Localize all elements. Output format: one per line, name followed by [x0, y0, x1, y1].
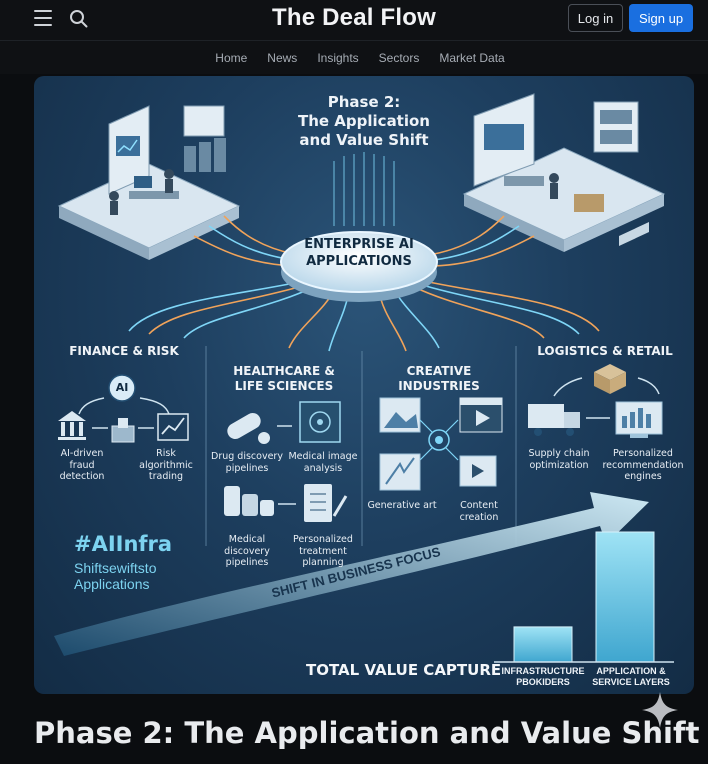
ai-badge: AI [115, 381, 129, 394]
supply-line-1: Supply chain [528, 448, 590, 459]
logistics-office-illustration [462, 93, 666, 252]
content-line-1: Content [460, 500, 498, 511]
sector-connections [128, 280, 600, 352]
creative-item-art: Generative art [367, 500, 437, 511]
light-rays [333, 152, 395, 226]
title-line-2: The Application [298, 112, 430, 130]
article-caption: Phase 2: The Application and Value Shift [34, 716, 700, 750]
drug-line-1: Drug discovery [211, 451, 283, 462]
treatment-line-2: treatment [299, 545, 347, 557]
hashtag-subtitle: Shiftsewiftsto Applications [74, 560, 214, 592]
creative-icons [379, 397, 503, 491]
discovery-line-2: discovery [224, 545, 270, 557]
healthcare-title: HEALTHCARE & LIFE SCIENCES [210, 364, 358, 394]
fraud-line-3: detection [59, 471, 105, 482]
reco-line-2: recommendation [602, 459, 684, 471]
total-value-label: TOTAL VALUE CAPTURE [306, 661, 502, 679]
healthcare-title-line-1: HEALTHCARE & [233, 364, 335, 378]
infographic-artwork [54, 93, 674, 663]
search-icon[interactable] [68, 8, 90, 30]
nav-item-sectors[interactable]: Sectors [378, 50, 420, 65]
infographic-image: Phase 2: The Application and Value Shift… [34, 76, 694, 694]
imaging-line-2: analysis [303, 462, 343, 474]
nav-item-news[interactable]: News [267, 50, 298, 65]
finance-title: FINANCE & RISK [69, 344, 179, 358]
healthcare-item-imaging: Medical image analysis [284, 451, 362, 474]
main-nav: Home News Insights Sectors Market Data [0, 40, 708, 74]
discovery-line-1: Medical [228, 534, 266, 545]
creative-item-content: Content creation [448, 500, 510, 523]
nav-item-home[interactable]: Home [215, 50, 248, 65]
healthcare-icons [224, 401, 348, 522]
menu-icon[interactable] [34, 10, 52, 26]
healthcare-item-treatment: Personalized treatment planning [284, 534, 362, 569]
healthcare-item-drug: Drug discovery pipelines [208, 451, 286, 474]
infra-value-bar [513, 626, 573, 663]
logistics-item-supply: Supply chain optimization [520, 448, 598, 471]
infra-line-1: INFRASTRUCTURE [501, 666, 585, 676]
supply-line-2: optimization [529, 459, 589, 471]
hub-label: ENTERPRISE AI APPLICATIONS [289, 236, 429, 270]
signup-button[interactable]: Sign up [629, 4, 693, 32]
shift-arrow [54, 492, 649, 656]
title-line-1: Phase 2: [327, 93, 401, 111]
logistics-item-recommendation: Personalized recommendation engines [598, 448, 688, 483]
discovery-line-3: pipelines [225, 557, 269, 568]
hashtag-sub-line-1: Shiftsewiftsto [74, 560, 157, 576]
hashtag-sub-line-2: Applications [74, 576, 150, 592]
healthcare-title-line-2: LIFE SCIENCES [234, 379, 334, 393]
hub-line-1: ENTERPRISE AI [304, 237, 414, 252]
app-line-1: APPLICATION & [596, 666, 666, 676]
creative-title: CREATIVE INDUSTRIES [398, 364, 480, 393]
finance-icons [58, 374, 189, 443]
infra-line-2: PBOKIDERS [516, 677, 570, 687]
drug-line-2: pipelines [225, 462, 269, 474]
treatment-line-1: Personalized [293, 534, 353, 545]
enterprise-ai-hub [280, 231, 438, 302]
content-line-2: creation [459, 511, 499, 523]
logistics-icons [528, 364, 663, 438]
finance-item-fraud: AI-driven fraud detection [42, 448, 122, 483]
nav-item-insights[interactable]: Insights [317, 50, 359, 65]
infra-bar-label: INFRASTRUCTURE PBOKIDERS [498, 666, 588, 688]
office-connections [193, 215, 535, 267]
logistics-title: LOGISTICS & RETAIL [537, 344, 673, 358]
fraud-line-1: AI-driven [60, 448, 104, 459]
value-bars [513, 531, 655, 663]
hub-line-2: APPLICATIONS [306, 254, 412, 269]
healthcare-item-discovery: Medical discovery pipelines [212, 534, 282, 569]
app-line-2: SERVICE LAYERS [592, 677, 670, 687]
treatment-line-3: planning [302, 557, 344, 568]
infographic-title: Phase 2: The Application and Value Shift [264, 93, 464, 150]
trading-line-2: algorithmic [139, 459, 193, 471]
finance-office-illustration [57, 105, 241, 260]
nav-item-market-data[interactable]: Market Data [439, 50, 505, 65]
trading-line-1: Risk [156, 448, 176, 459]
title-line-3: and Value Shift [299, 131, 429, 149]
reco-line-3: engines [624, 471, 662, 482]
app-value-bar [595, 531, 655, 663]
hashtag: #AIInfra [74, 532, 173, 556]
finance-item-trading: Risk algorithmic trading [126, 448, 206, 483]
login-button[interactable]: Log in [568, 4, 623, 32]
sparkle-icon [642, 692, 678, 728]
trading-line-3: trading [148, 471, 184, 482]
section-dividers [205, 346, 517, 546]
reco-line-1: Personalized [613, 448, 673, 459]
fraud-line-2: fraud [69, 459, 95, 471]
app-bar-label: APPLICATION & SERVICE LAYERS [586, 666, 676, 688]
top-bar: The Deal Flow Log in Sign up [0, 0, 708, 40]
imaging-line-1: Medical image [288, 451, 358, 462]
